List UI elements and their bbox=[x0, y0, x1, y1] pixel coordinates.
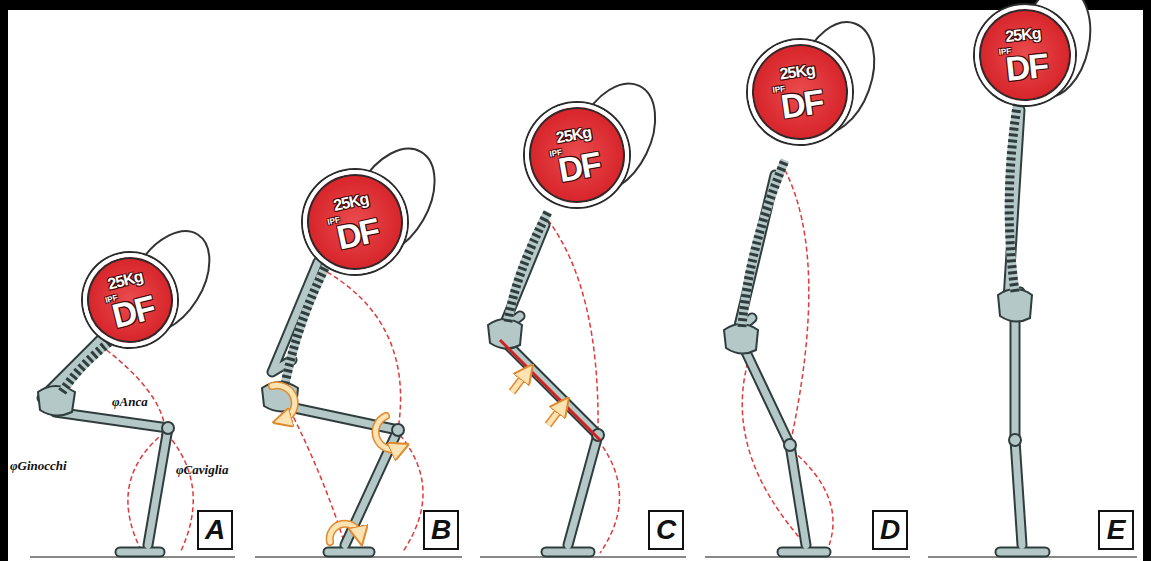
motion-arc bbox=[400, 435, 423, 553]
motion-arc bbox=[172, 440, 193, 553]
weight-plate: 25KgIPFDF bbox=[741, 33, 858, 150]
joints bbox=[162, 422, 1021, 451]
plate-text: 25Kg bbox=[1005, 25, 1042, 45]
spine bbox=[1009, 100, 1018, 292]
knee-joint bbox=[784, 439, 796, 451]
angle-label: φCaviglia bbox=[176, 462, 228, 478]
plate-text: DF bbox=[334, 212, 381, 254]
rotation-arrows bbox=[272, 385, 400, 542]
plate-text: DF bbox=[556, 146, 603, 187]
bone-outline bbox=[272, 262, 398, 552]
spine bbox=[285, 262, 328, 384]
plate-text: DF bbox=[1004, 47, 1049, 85]
force-arrow-outline bbox=[548, 405, 563, 425]
plate-text: DF bbox=[109, 290, 157, 333]
rotation-arrow bbox=[330, 524, 360, 542]
spine bbox=[742, 160, 785, 327]
weight-plate: 25KgIPFDF bbox=[73, 243, 187, 357]
force-arrows bbox=[500, 340, 600, 440]
weight-plate: 25KgIPFDF bbox=[517, 95, 637, 215]
force-arrow-outline bbox=[512, 372, 527, 392]
vertebrae bbox=[285, 262, 328, 384]
phase-letter-box: D bbox=[872, 510, 908, 550]
plate-text: DF bbox=[779, 84, 825, 123]
plate-text: 25Kg bbox=[555, 124, 592, 146]
phase-letter: C bbox=[656, 516, 676, 544]
knee-joint bbox=[1009, 434, 1021, 446]
weight-plate: 25KgIPFDF bbox=[970, 0, 1080, 110]
motion-arc bbox=[598, 440, 620, 553]
vertebrae bbox=[62, 340, 112, 392]
motion-arc bbox=[320, 268, 401, 430]
angle-label: φGinocchi bbox=[10, 458, 67, 474]
rotation-arrow bbox=[376, 416, 400, 449]
knee-joint bbox=[162, 422, 174, 434]
knee-joint bbox=[392, 424, 404, 436]
force-arrow bbox=[512, 372, 527, 392]
phase-letter-box: E bbox=[1098, 510, 1134, 550]
plate-text: 25Kg bbox=[332, 190, 370, 213]
phase-letter: D bbox=[880, 516, 900, 544]
background bbox=[8, 10, 1143, 561]
pelvis bbox=[998, 289, 1032, 322]
rotation-arrow-outline bbox=[272, 385, 295, 420]
plate-text: 25Kg bbox=[779, 61, 816, 82]
pelvis bbox=[724, 324, 758, 354]
motion-arcs bbox=[100, 170, 833, 553]
force-arrow bbox=[548, 405, 563, 425]
bone-outline bbox=[42, 340, 168, 552]
phase-letter: A bbox=[205, 516, 225, 544]
vertebrae bbox=[1009, 100, 1018, 292]
phase-letter: B bbox=[431, 516, 451, 544]
phase-letter-box: A bbox=[197, 510, 233, 550]
pelvises bbox=[38, 289, 1032, 416]
bone bbox=[272, 262, 398, 552]
phase-letter-box: C bbox=[648, 510, 684, 550]
phase-letter-box: B bbox=[423, 510, 459, 550]
motion-arc bbox=[785, 170, 809, 445]
rotation-arrow-outline bbox=[376, 416, 400, 449]
vertebrae bbox=[508, 212, 548, 322]
ribcages bbox=[109, 0, 1099, 348]
bone bbox=[738, 175, 826, 552]
bone bbox=[42, 340, 168, 552]
phase-letter: E bbox=[1107, 516, 1126, 544]
plate-text: 25Kg bbox=[106, 268, 144, 292]
angle-label: φAnca bbox=[112, 394, 148, 410]
weight-plate: 25KgIPFDF bbox=[293, 160, 416, 283]
spine bbox=[62, 340, 112, 392]
vertebrae bbox=[742, 160, 785, 327]
spine bbox=[508, 212, 548, 322]
rotation-arrow-outline bbox=[330, 524, 360, 542]
force-line bbox=[500, 340, 600, 440]
rotation-arrow bbox=[272, 385, 295, 420]
pelvis bbox=[38, 386, 75, 416]
bone-outline bbox=[738, 175, 826, 552]
